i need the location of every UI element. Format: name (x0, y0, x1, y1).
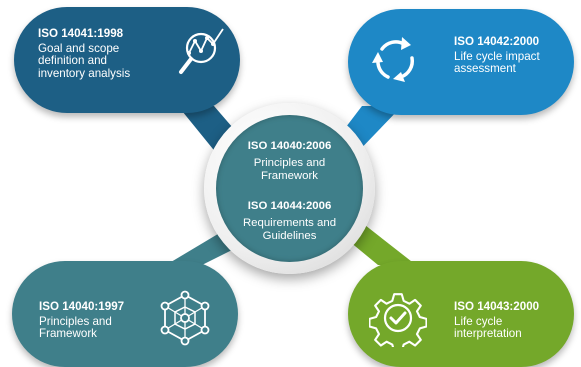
gear-check-icon (368, 289, 428, 353)
network-icon (156, 289, 214, 347)
hub-block-iso-14040: ISO 14040:2006 Principles and Framework (216, 140, 363, 182)
pill-iso-14042: ISO 14042:2000 Life cycle impact assessm… (348, 9, 574, 115)
hub-block-iso-14044: ISO 14044:2006 Requirements and Guidelin… (216, 200, 363, 242)
hub-code: ISO 14040:2006 (247, 140, 332, 152)
hub-description: Principles and Framework (253, 157, 326, 182)
cycle-arrows-icon (366, 31, 424, 89)
pill-iso-14043: ISO 14043:2000 Life cycle interpretation (348, 261, 574, 367)
pill-description: Life cycle interpretation (454, 314, 522, 340)
pill-code: ISO 14043:2000 (454, 300, 540, 313)
pill-description: Principles and Framework (39, 314, 112, 340)
pill-code: ISO 14042:2000 (454, 35, 540, 48)
pill-description: Life cycle impact assessment (454, 49, 540, 75)
hub-core: ISO 14040:2006 Principles and Framework … (216, 115, 363, 262)
pill-iso-14041: ISO 14041:1998 Goal and scope definition… (14, 7, 240, 113)
central-hub: ISO 14040:2006 Principles and Framework … (204, 103, 375, 274)
magnifier-chart-icon (176, 26, 234, 84)
hub-description: Requirements and Guidelines (242, 217, 337, 242)
pill-description: Goal and scope definition and inventory … (38, 41, 131, 80)
hub-code: ISO 14044:2006 (247, 200, 332, 212)
pill-iso-14040-1997: ISO 14040:1997 Principles and Framework (12, 261, 238, 367)
pill-code: ISO 14040:1997 (39, 300, 125, 313)
pill-code: ISO 14041:1998 (38, 27, 124, 40)
